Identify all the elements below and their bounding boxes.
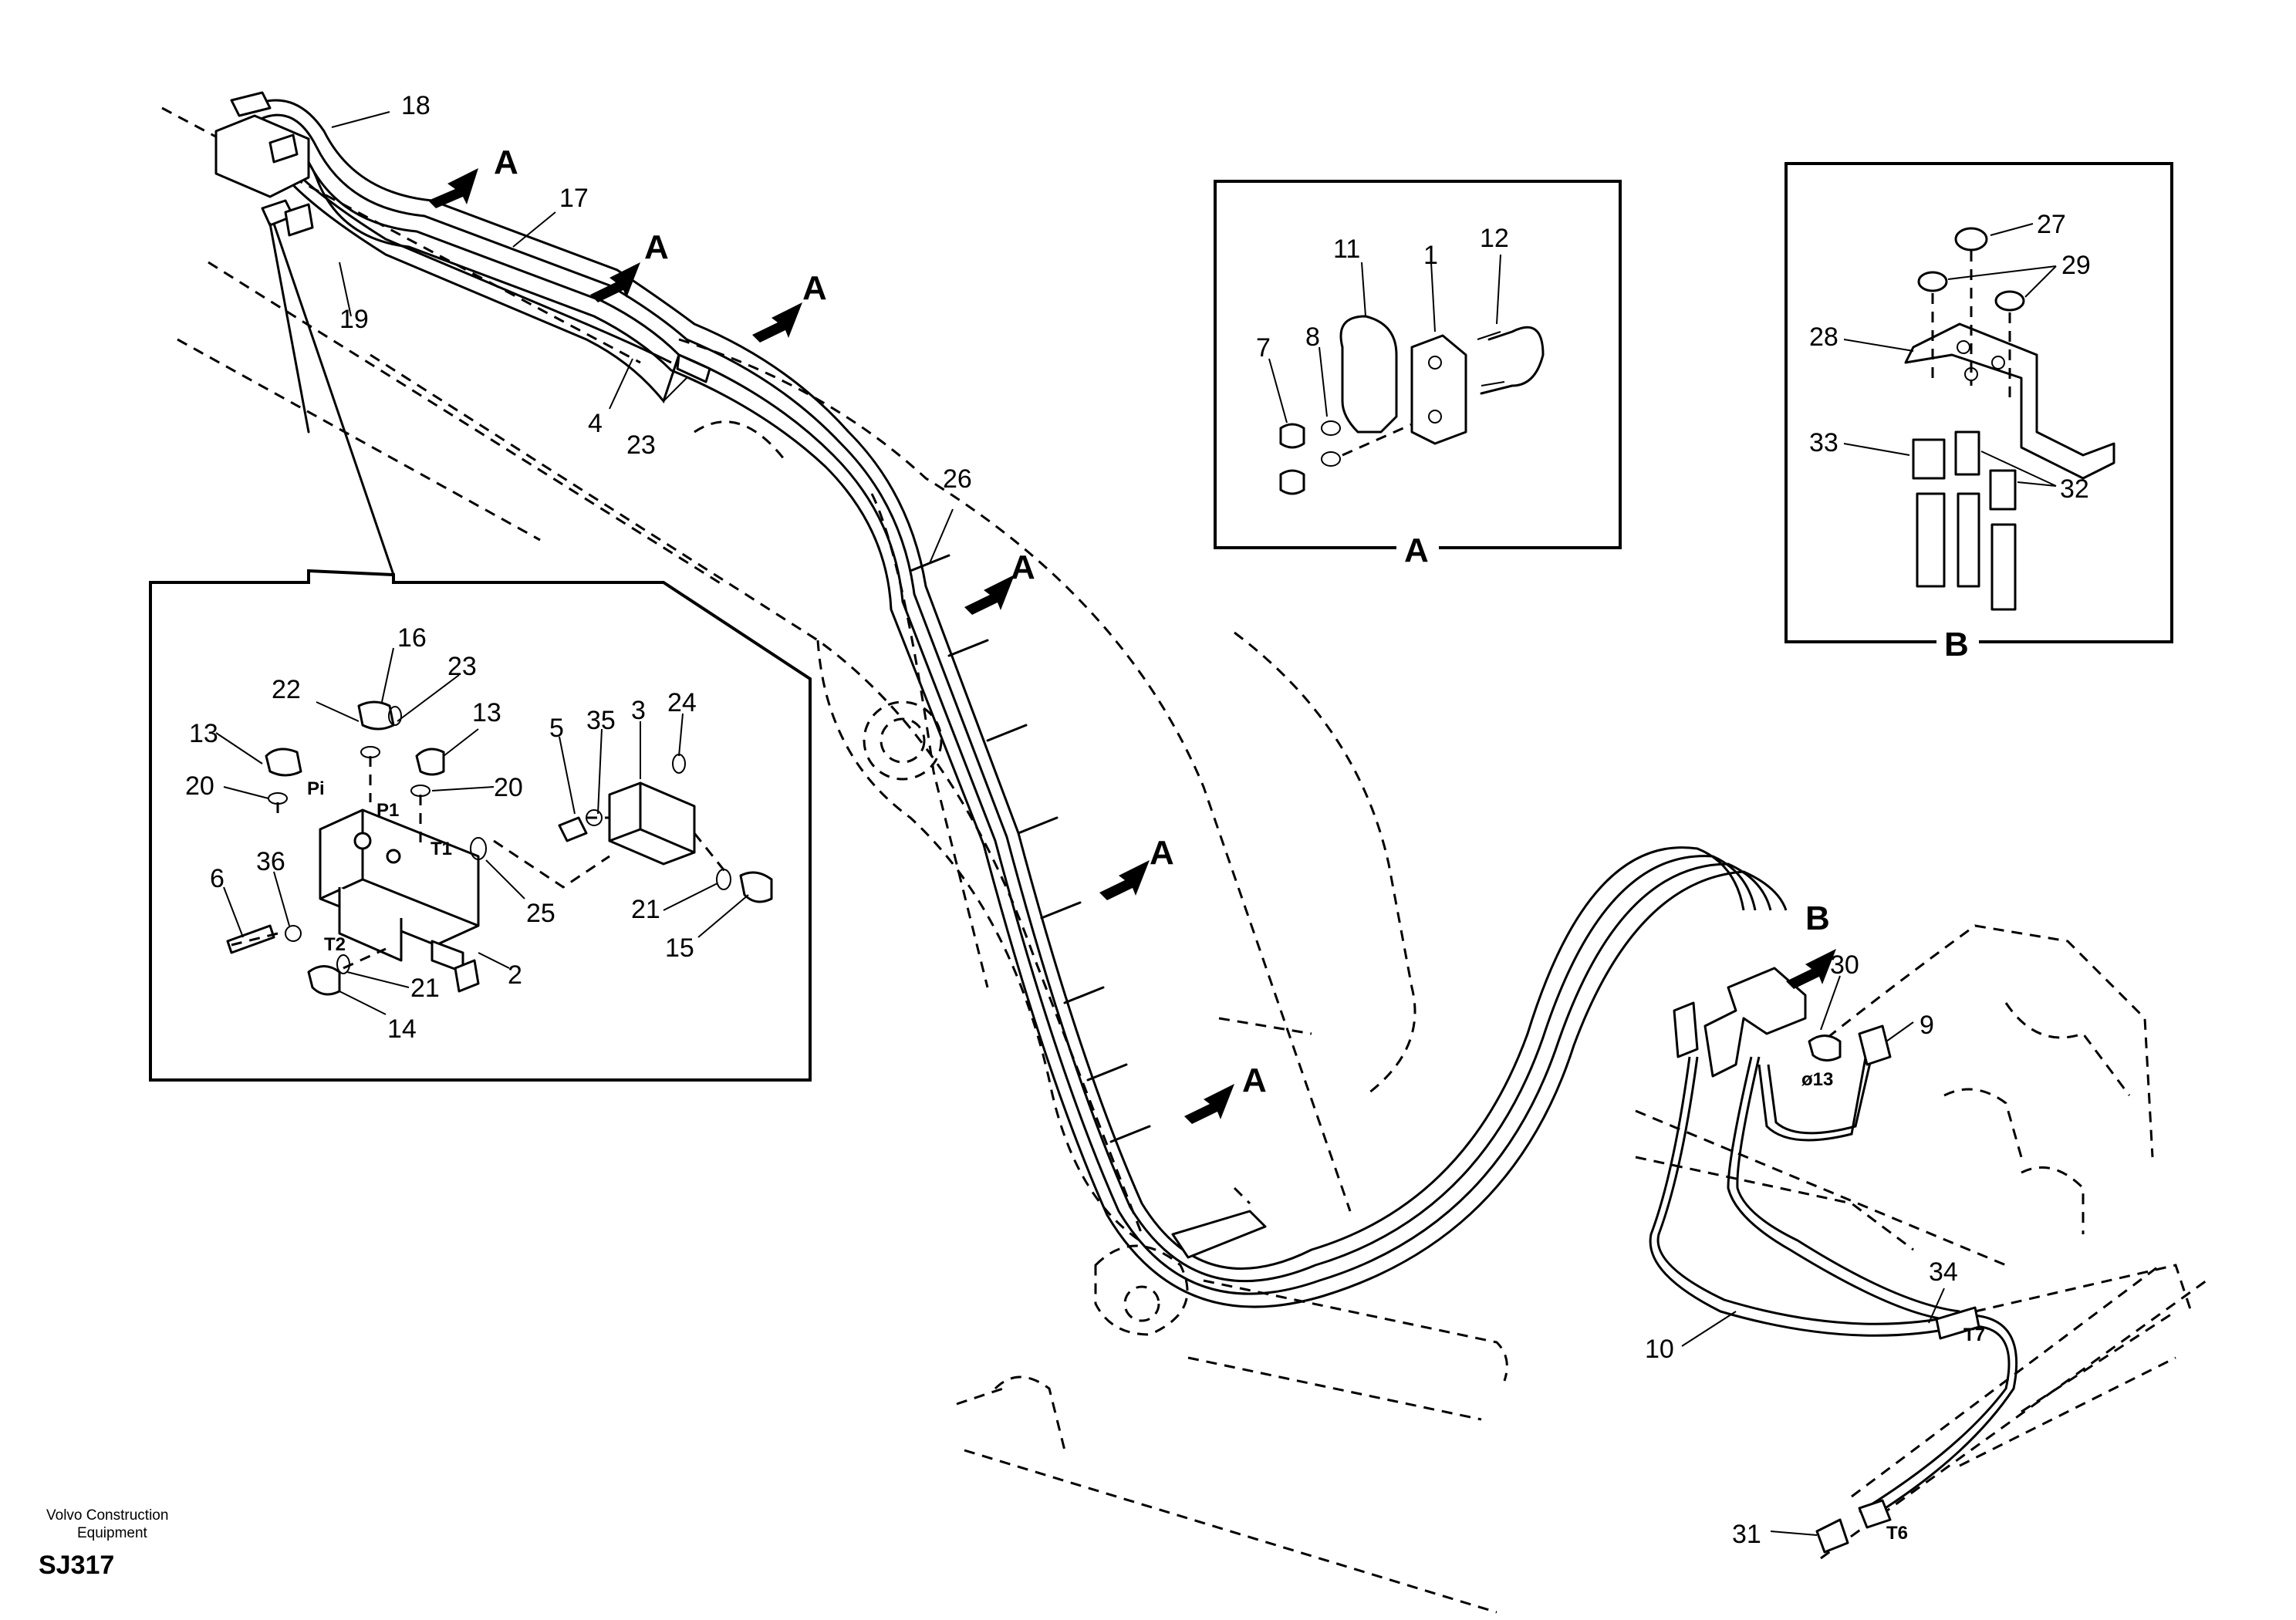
- view-marker-letters: A A A A A A B: [494, 143, 1830, 1099]
- callout-18: 18: [401, 91, 430, 120]
- callout-labels: 18 17 19 4 23 26 11 1 12 7 8 27 29 28 33…: [185, 91, 2091, 1549]
- callout-21a: 21: [631, 895, 660, 924]
- callout-13a: 13: [189, 719, 218, 748]
- callout-27: 27: [2037, 210, 2066, 239]
- view-marker-a-4: A: [1011, 548, 1035, 586]
- drawing-code: SJ317: [39, 1551, 114, 1580]
- callout-20b: 20: [494, 773, 523, 802]
- callout-13b: 13: [472, 698, 501, 727]
- callout-34: 34: [1929, 1257, 1958, 1287]
- callout-26: 26: [943, 464, 972, 494]
- callout-24: 24: [667, 688, 697, 717]
- port-pi: Pi: [307, 778, 325, 799]
- callout-22: 22: [272, 675, 301, 704]
- callout-21b: 21: [410, 974, 440, 1003]
- leader-lines: [215, 111, 2057, 1536]
- callout-32: 32: [2060, 474, 2089, 504]
- view-marker-a-5: A: [1150, 834, 1174, 872]
- callout-35: 35: [586, 706, 616, 735]
- callout-29: 29: [2061, 251, 2091, 280]
- detail-view-b-title: B: [1944, 626, 1969, 663]
- company-name-line1: Volvo Construction: [46, 1507, 168, 1524]
- callout-12: 12: [1480, 224, 1509, 253]
- callout-17: 17: [559, 184, 589, 213]
- detail-view-a-title: A: [1404, 532, 1429, 569]
- port-p1: P1: [376, 800, 399, 821]
- callout-2: 2: [508, 960, 522, 990]
- port-t2: T2: [324, 934, 346, 955]
- callout-25: 25: [526, 899, 555, 928]
- view-marker-a-1: A: [494, 143, 518, 181]
- callout-10: 10: [1645, 1335, 1674, 1364]
- hose-bundle: [246, 99, 1788, 1308]
- view-marker-b: B: [1805, 899, 1830, 937]
- port-t1: T1: [430, 839, 452, 859]
- valve-detail-box: [149, 569, 812, 1082]
- view-marker-a-2: A: [644, 228, 669, 266]
- callout-14: 14: [387, 1014, 417, 1044]
- view-marker-a-3: A: [802, 269, 827, 307]
- view-arrows: [428, 168, 1836, 1124]
- callout-31: 31: [1732, 1520, 1761, 1549]
- port-t6: T6: [1886, 1523, 1908, 1544]
- callout-30: 30: [1830, 950, 1859, 980]
- callout-4: 4: [588, 409, 603, 438]
- view-marker-a-6: A: [1242, 1061, 1267, 1099]
- callout-19: 19: [339, 305, 369, 334]
- detail-view-a: [1214, 180, 1622, 549]
- callout-20a: 20: [185, 771, 214, 801]
- valve-block-top: [214, 91, 711, 576]
- callout-7: 7: [1256, 333, 1271, 363]
- port-t7: T7: [1963, 1325, 1985, 1345]
- port-labels: Pi P1 T1 T2 ø13 T7 T6: [307, 778, 1985, 1544]
- detail-view-titles: A B: [1396, 526, 1979, 664]
- callout-1: 1: [1423, 241, 1438, 270]
- callout-5: 5: [549, 714, 564, 743]
- callout-15: 15: [665, 933, 694, 963]
- callout-23: 23: [626, 430, 656, 460]
- detail-view-b: [1784, 162, 2173, 643]
- callout-9: 9: [1920, 1011, 1934, 1040]
- callout-16: 16: [397, 623, 427, 653]
- lower-hoses: [1649, 967, 2018, 1554]
- callout-8: 8: [1305, 322, 1320, 352]
- callout-33: 33: [1809, 428, 1838, 457]
- callout-23b: 23: [447, 652, 477, 681]
- callout-11: 11: [1333, 235, 1360, 264]
- company-name-line2: Equipment: [77, 1525, 148, 1541]
- callout-36: 36: [256, 847, 285, 876]
- footer-block: Volvo Construction Equipment SJ317: [39, 1507, 168, 1580]
- port-o13: ø13: [1801, 1069, 1833, 1090]
- callout-3: 3: [631, 696, 646, 725]
- callout-28: 28: [1809, 322, 1838, 352]
- callout-6: 6: [210, 864, 225, 893]
